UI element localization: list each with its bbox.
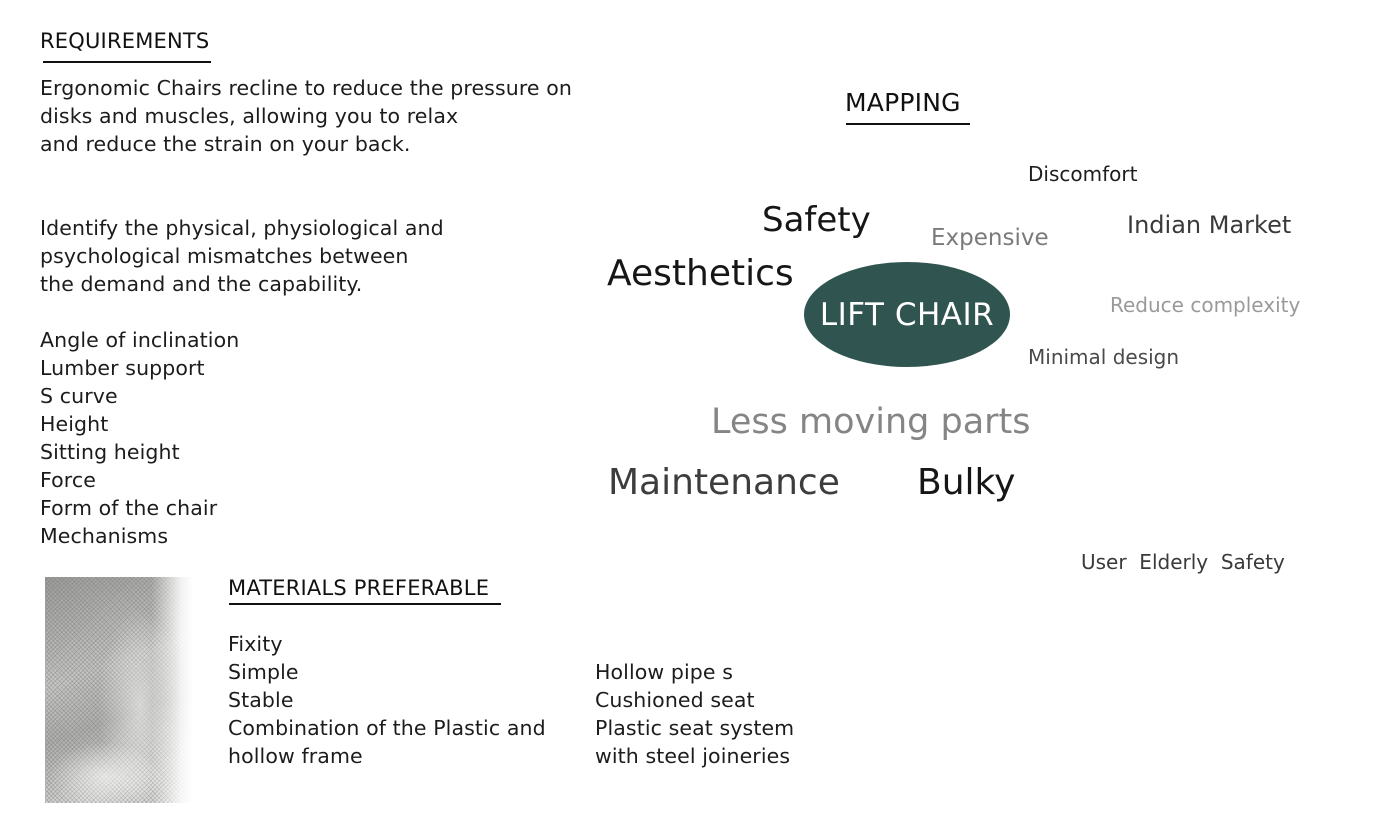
material-item: with steel joineries [595, 744, 791, 768]
materials-right-column: Hollow pipe s Cushioned seat Plastic sea… [595, 658, 794, 770]
map-word-safety: Safety [762, 200, 871, 240]
factor-item: Height [40, 412, 109, 436]
factor-item: Sitting height [40, 440, 180, 464]
material-item: Plastic seat system [595, 716, 795, 740]
identify-line: psychological mismatches between [40, 244, 409, 268]
lift-chair-label: LIFT CHAIR [819, 296, 995, 333]
requirements-heading: REQUIREMENTS [40, 29, 210, 53]
intro-line: Ergonomic Chairs recline to reduce the p… [40, 76, 572, 100]
material-item: Fixity [228, 632, 283, 656]
material-item: Simple [228, 660, 299, 684]
map-word-aesthetics: Aesthetics [607, 253, 794, 294]
intro-line: and reduce the strain on your back. [40, 132, 411, 156]
material-item: Combination of the Plastic and [228, 716, 546, 740]
map-word-user-elderly-safety: User Elderly Safety [1081, 550, 1285, 574]
factor-item: Force [40, 468, 96, 492]
factor-item: Lumber support [40, 356, 205, 380]
map-word-minimal-design: Minimal design [1028, 345, 1180, 369]
material-item: hollow frame [228, 744, 363, 768]
material-item: Cushioned seat [595, 688, 755, 712]
requirements-intro: Ergonomic Chairs recline to reduce the p… [40, 74, 572, 158]
fabric-mesh-image [45, 577, 193, 803]
requirements-factor-list: Angle of inclination Lumber support S cu… [40, 326, 239, 550]
map-word-discomfort: Discomfort [1028, 162, 1138, 186]
map-word-less-moving-parts: Less moving parts [711, 402, 1031, 442]
materials-heading-underline [229, 603, 501, 605]
identify-line: Identify the physical, physiological and [40, 216, 444, 240]
map-word-maintenance: Maintenance [608, 462, 840, 503]
material-item: Stable [228, 688, 294, 712]
materials-left-column: Fixity Simple Stable Combination of the … [228, 630, 546, 770]
lift-chair-center-node: LIFT CHAIR [804, 262, 1010, 367]
intro-line: disks and muscles, allowing you to relax [40, 104, 459, 128]
material-item: Hollow pipe s [595, 660, 734, 684]
materials-heading: MATERIALS PREFERABLE [228, 576, 490, 600]
factor-item: Angle of inclination [40, 328, 240, 352]
factor-item: Form of the chair [40, 496, 218, 520]
identify-line: the demand and the capability. [40, 272, 363, 296]
requirements-identify: Identify the physical, physiological and… [40, 214, 444, 298]
map-word-indian-market: Indian Market [1127, 211, 1292, 239]
factor-item: Mechanisms [40, 524, 169, 548]
map-word-reduce-complexity: Reduce complexity [1110, 293, 1301, 317]
factor-item: S curve [40, 384, 118, 408]
map-word-bulky: Bulky [917, 462, 1016, 503]
requirements-heading-underline [43, 61, 211, 63]
map-word-expensive: Expensive [931, 225, 1049, 251]
mapping-heading-underline [846, 123, 970, 125]
mapping-heading: MAPPING [845, 88, 961, 117]
